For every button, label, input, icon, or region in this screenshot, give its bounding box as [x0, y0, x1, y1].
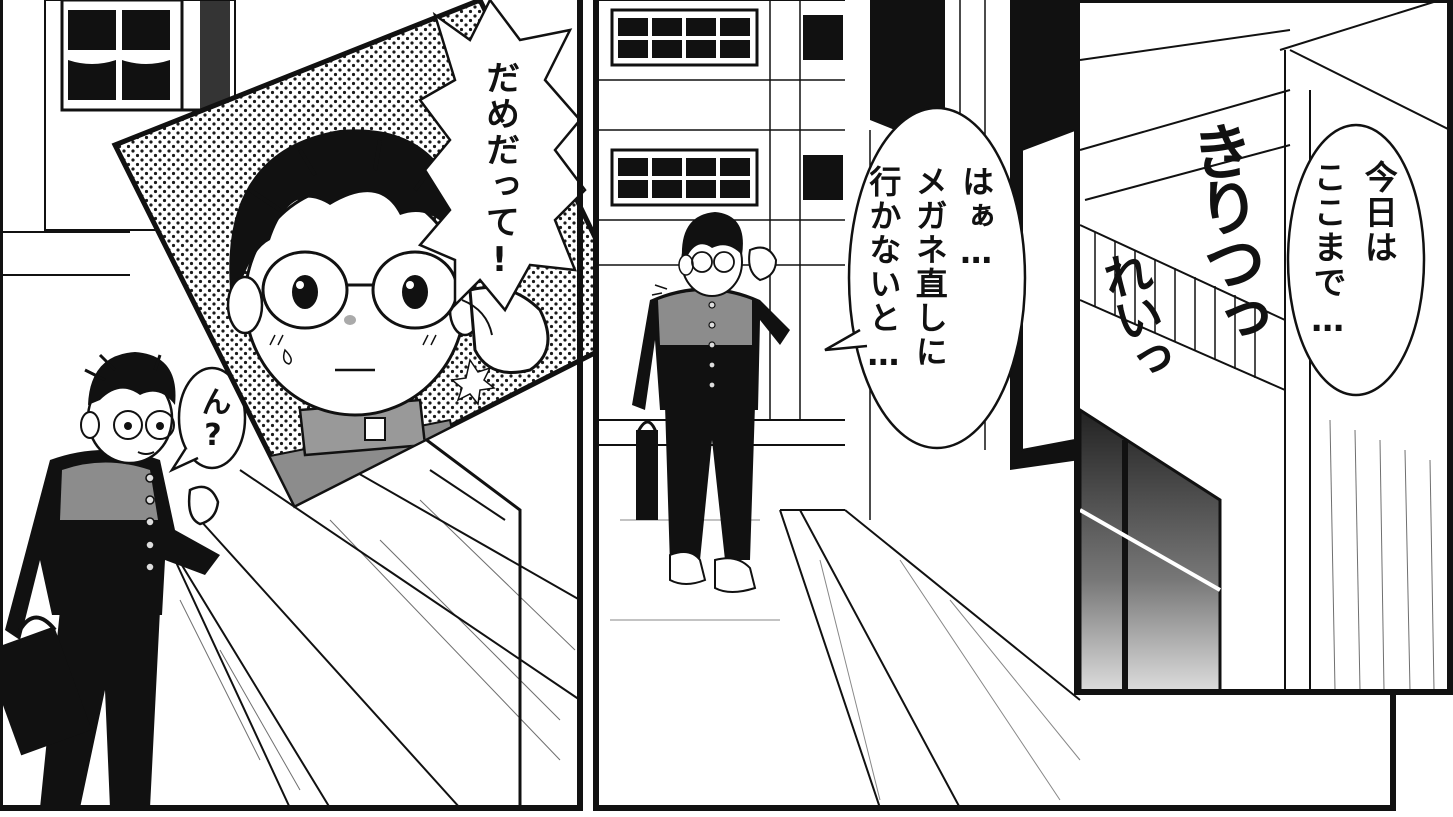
right-panel [1077, 0, 1450, 692]
right-panel-border [1074, 0, 1453, 695]
question-bubble-text: ん? [195, 386, 231, 455]
question-bubble [168, 366, 247, 473]
middle-panel [596, 0, 1393, 808]
boy-character-left [0, 352, 220, 808]
today-bubble [1286, 123, 1426, 397]
today-bubble-text: 今日は ここまで… [1308, 160, 1399, 341]
sigh-bubble [824, 106, 1027, 450]
sigh-bubble-text: はぁ… メガネ直しに 行かないと… [864, 165, 996, 375]
closeup-bubble-text: だめだって! [479, 60, 520, 282]
middle-panel-border [593, 0, 1396, 811]
left-panel-border [0, 0, 583, 811]
closeup-bubble [417, 0, 587, 313]
boy-character-middle [632, 212, 790, 593]
